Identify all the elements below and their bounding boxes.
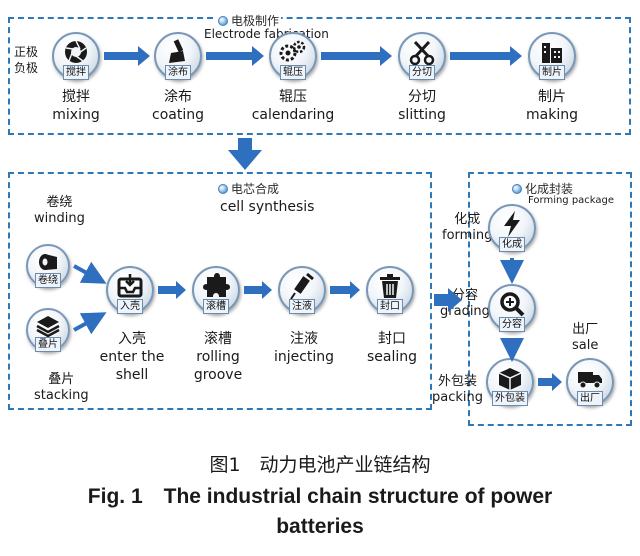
step-tag: 滚槽	[203, 299, 229, 314]
step-coating: 涂布	[154, 32, 202, 80]
step-tag: 分容	[499, 317, 525, 332]
brush-icon	[169, 38, 185, 63]
syringe-icon	[290, 272, 314, 300]
label-calendaring: 辊压 calendaring	[251, 89, 335, 123]
section-bullet-icon	[512, 183, 522, 194]
trash-can-icon	[380, 273, 400, 298]
label-mixing: 搅拌 mixing	[52, 89, 100, 123]
flow-arrows	[73, 46, 562, 391]
step-sealing: 封口	[366, 266, 414, 314]
arrow-stacking-to-enter	[73, 312, 107, 335]
layers-icon	[36, 316, 60, 338]
building-icon	[542, 42, 562, 63]
lightning-icon	[504, 210, 520, 237]
step-making: 制片	[528, 32, 576, 80]
cell-title-en: cell synthesis	[220, 199, 315, 215]
roll-icon	[39, 254, 57, 270]
step-tag: 搅拌	[63, 65, 89, 80]
section-bullet-icon	[218, 183, 228, 194]
forming-section-title: 化成封装	[512, 180, 573, 197]
box-icon	[498, 367, 522, 390]
label-sale: 出厂 sale	[572, 322, 599, 353]
cell-title-zh: 电芯合成	[231, 182, 280, 196]
step-tag: 分切	[409, 65, 435, 80]
electrode-section-title: 电极制作	[216, 12, 282, 29]
step-tag: 入壳	[117, 299, 143, 314]
step-tag: 制片	[539, 65, 565, 80]
step-grading: 分容	[488, 284, 536, 332]
winding-label: 卷绕 winding	[34, 195, 85, 226]
label-packing: 外包装 packing	[432, 374, 483, 405]
step-tag: 出厂	[577, 391, 603, 406]
forming-title-zh: 化成封装	[525, 182, 574, 196]
cell-section-title: 电芯合成	[218, 180, 279, 197]
step-forming: 化成	[488, 204, 536, 252]
step-injecting: 注液	[278, 266, 326, 314]
figure-caption-en-line2: batteries	[276, 515, 364, 538]
electrode-fabrication-box	[8, 17, 631, 135]
step-tag: 叠片	[35, 337, 61, 352]
arrow-injecting-to-sealing	[330, 281, 360, 299]
arrow-coating-to-calendaring	[206, 46, 264, 66]
truck-icon	[578, 371, 602, 389]
step-tag: 涂布	[165, 65, 191, 80]
stacking-label: 叠片 stacking	[34, 372, 89, 403]
step-rolling-groove: 滚槽	[192, 266, 240, 314]
step-sale: 出厂	[566, 358, 614, 406]
negative-electrode-label: 负极	[14, 61, 39, 75]
step-mixing: 搅拌	[52, 32, 100, 80]
step-tag: 辊压	[280, 65, 306, 80]
aperture-icon	[65, 40, 87, 63]
electrode-side-label: 正极 负极	[14, 44, 38, 76]
forming-title-en: Forming package	[528, 195, 615, 206]
step-tag: 注液	[289, 299, 315, 314]
positive-electrode-label: 正极	[14, 45, 39, 59]
step-tag: 化成	[499, 237, 525, 252]
arrow-cell-to-forming	[434, 288, 462, 312]
arrow-winding-to-enter	[73, 261, 107, 284]
electrode-title-zh: 电极制作	[231, 14, 280, 28]
arrow-enter-to-rolling	[158, 281, 186, 299]
arrow-calendaring-to-slitting	[321, 46, 392, 66]
arrow-rolling-to-injecting	[244, 281, 272, 299]
arrow-packing-to-sale	[538, 373, 562, 391]
step-tag: 卷绕	[35, 273, 61, 288]
step-tag: 外包装	[492, 391, 528, 406]
label-forming: 化成 forming	[442, 212, 493, 243]
puzzle-icon	[203, 272, 230, 297]
inbox-icon	[117, 273, 143, 298]
figure-caption-en-line1: Fig. 1 The industrial chain structure of…	[87, 485, 553, 508]
label-coating: 涂布 coating	[152, 89, 204, 123]
label-slitting: 分切 slitting	[398, 89, 446, 123]
step-stacking: 叠片	[26, 308, 70, 352]
figure-caption-en: Fig. 1 The industrial chain structure of…	[0, 482, 640, 542]
label-making: 制片 making	[526, 89, 578, 123]
cell-synthesis-box	[8, 172, 432, 410]
label-sealing: 封口 sealing	[366, 331, 418, 365]
step-calendaring: 辊压	[269, 32, 317, 80]
section-bullet-icon	[218, 15, 228, 26]
label-injecting: 注液 injecting	[273, 331, 335, 365]
label-enter-shell: 入壳 enter the shell	[99, 331, 165, 383]
forming-package-box	[468, 172, 632, 426]
magnifier-icon	[500, 291, 525, 317]
gears-icon	[279, 40, 306, 62]
arrow-electrode-to-cell	[228, 138, 262, 170]
arrow-slitting-to-making	[450, 46, 522, 66]
step-tag: 封口	[377, 299, 403, 314]
step-winding: 卷绕	[26, 244, 70, 288]
arrow-mixing-to-coating	[104, 46, 150, 66]
step-slitting: 分切	[398, 32, 446, 80]
figure-caption-zh: 图1 动力电池产业链结构	[209, 454, 431, 476]
step-enter-shell: 入壳	[106, 266, 154, 314]
label-rolling-groove: 滚槽 rolling groove	[193, 331, 243, 383]
scissors-icon	[409, 40, 435, 65]
